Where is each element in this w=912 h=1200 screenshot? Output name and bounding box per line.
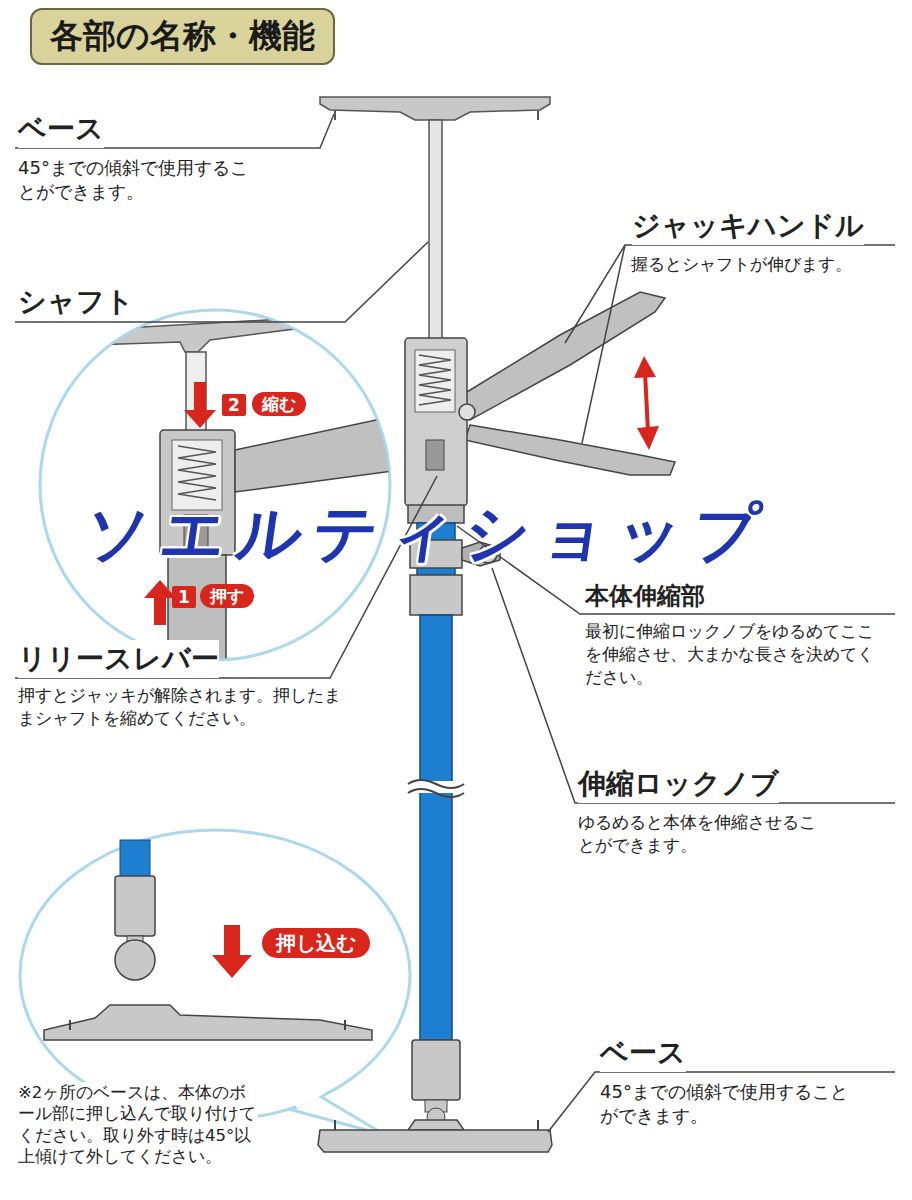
part-name: リリースレバー xyxy=(18,640,219,678)
detail-bubble xyxy=(20,830,410,1120)
note: ※2ヶ所のベースは、本体のボール部に押し込んで取り付けてください。取り外す時は4… xyxy=(18,1082,258,1168)
part-description: 押すとジャッキが解除されます。押したままシャフトを縮めてください。 xyxy=(18,684,348,730)
tag-text: 縮む xyxy=(262,394,296,414)
ball-joint-detail xyxy=(44,840,372,1040)
step-number: 1 xyxy=(172,586,196,608)
tag-text: 1 xyxy=(178,587,190,607)
action-tag: 押す xyxy=(200,584,254,608)
part-description: ゆるめると本体を伸縮させることができます。 xyxy=(578,811,828,857)
action-tag: 押し込む xyxy=(262,928,370,958)
tag-text: 2 xyxy=(228,395,240,415)
part-name: ベース xyxy=(600,1034,686,1072)
part-name: ジャッキハンドル xyxy=(632,207,864,245)
action-tag: 縮む xyxy=(252,392,306,416)
part-description: 45°までの傾斜で使用することができます。 xyxy=(600,1080,850,1129)
part-name: ベース xyxy=(18,110,104,148)
part-name: 本体伸縮部 xyxy=(585,580,705,612)
tag-text: 押し込む xyxy=(276,931,356,955)
tag-text: 押す xyxy=(210,586,244,606)
part-description: 最初に伸縮ロックノブをゆるめてここを伸縮させ、大まかな長さを決めてください。 xyxy=(585,620,875,689)
part-description: 45°までの傾斜で使用することができます。 xyxy=(18,156,258,205)
zoom-circle xyxy=(40,310,390,660)
watermark: ソエルティショップ xyxy=(80,498,774,568)
step-number: 2 xyxy=(222,394,246,416)
part-name: シャフト xyxy=(18,283,134,321)
part-name: 伸縮ロックノブ xyxy=(578,765,779,803)
title: 各部の名称・機能 xyxy=(30,8,335,65)
part-description: 握るとシャフトが伸びます。 xyxy=(631,253,906,276)
